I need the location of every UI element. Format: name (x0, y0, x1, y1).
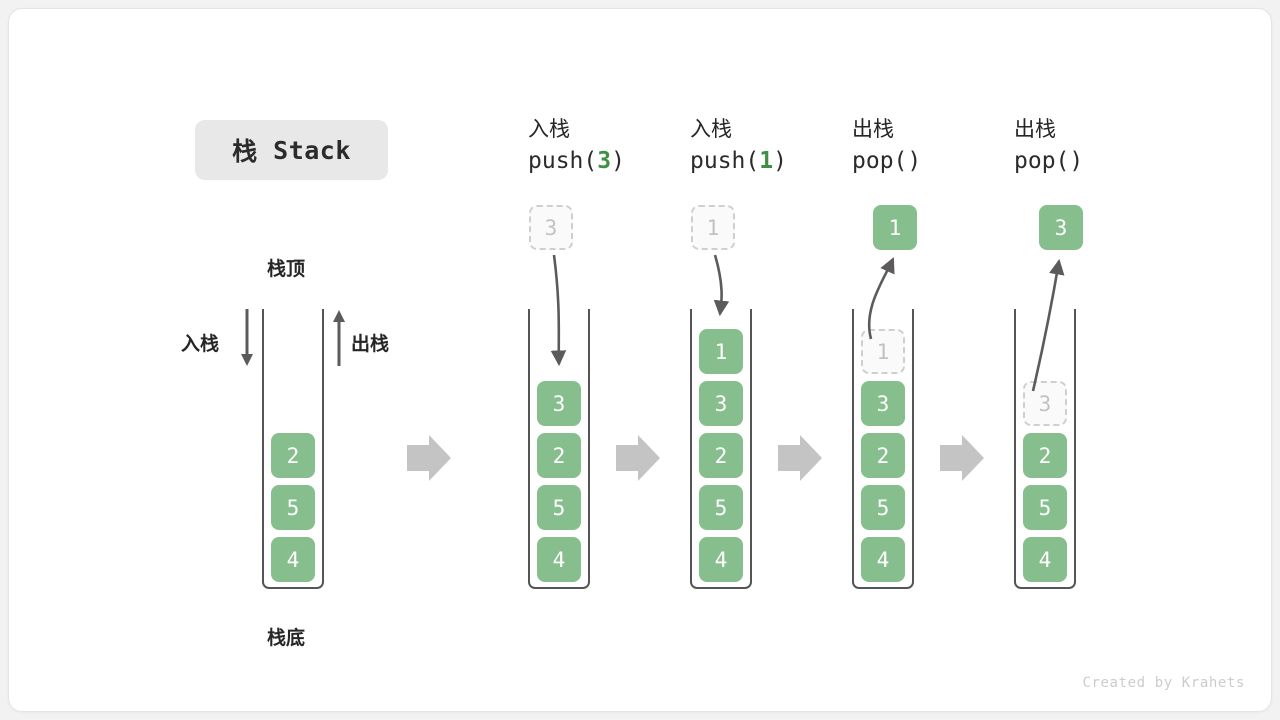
diagram-card: 栈 Stack 栈顶 栈底 入栈 出栈 2 5 4 入栈 push(3) 入栈 … (8, 8, 1272, 712)
stack-initial: 2 5 4 (262, 309, 324, 589)
step-op-code: push(1) (690, 144, 850, 178)
stack-cell: 3 (537, 381, 581, 426)
stack-cell: 4 (271, 537, 315, 582)
stack-cell-removed: 3 (1023, 381, 1067, 426)
step-op-code: pop() (1014, 144, 1174, 178)
stack-cell: 2 (1023, 433, 1067, 478)
stack-top-label: 栈顶 (267, 258, 306, 280)
stack-step-4: 3 2 5 4 (1014, 309, 1076, 589)
step-header-2: 入栈 push(1) (690, 114, 850, 178)
step-op-code: push(3) (528, 144, 688, 178)
step-flow-arrow-4 (940, 435, 984, 481)
diagram-title-en: Stack (273, 135, 351, 165)
stack-cell: 1 (699, 329, 743, 374)
step-header-3: 出栈 pop() (852, 114, 1012, 178)
stack-cell: 5 (861, 485, 905, 530)
step-op-zh: 出栈 (852, 117, 894, 141)
stack-cell: 2 (537, 433, 581, 478)
step-op-zh: 出栈 (1014, 117, 1056, 141)
stack-cell: 5 (271, 485, 315, 530)
step-op-code-suffix: ) (907, 148, 922, 174)
step-header-4: 出栈 pop() (1014, 114, 1174, 178)
step-op-code-value: 3 (597, 148, 612, 174)
stack-cell: 4 (1023, 537, 1067, 582)
stack-bottom-label: 栈底 (267, 627, 306, 649)
pop-direction-label: 出栈 (351, 333, 390, 355)
stack-cell: 5 (1023, 485, 1067, 530)
step-flow-arrow-1 (407, 435, 451, 481)
stack-cell: 3 (699, 381, 743, 426)
stack-cell-removed: 1 (861, 329, 905, 374)
step-op-code-prefix: pop( (852, 148, 908, 174)
stack-step-1: 3 2 5 4 (528, 309, 590, 589)
floating-cell-step-3: 1 (873, 205, 917, 250)
push-flow-arrow-step-2 (713, 254, 730, 317)
stack-step-3: 1 3 2 5 4 (852, 309, 914, 589)
stack-cell: 5 (537, 485, 581, 530)
stack-cell: 2 (271, 433, 315, 478)
step-op-code-prefix: pop( (1014, 148, 1070, 174)
stack-cell: 4 (537, 537, 581, 582)
floating-cell-step-2: 1 (691, 205, 735, 250)
push-direction-label: 入栈 (181, 333, 220, 355)
stack-cell: 4 (861, 537, 905, 582)
stack-cell: 4 (699, 537, 743, 582)
step-op-code-value: 1 (759, 148, 774, 174)
stack-cell: 2 (699, 433, 743, 478)
step-op-code-suffix: ) (1069, 148, 1084, 174)
step-op-code-suffix: ) (773, 148, 787, 174)
floating-cell-step-4: 3 (1039, 205, 1083, 250)
floating-cell-step-1: 3 (529, 205, 573, 250)
step-header-1: 入栈 push(3) (528, 114, 688, 178)
diagram-title-zh: 栈 (232, 137, 258, 166)
step-op-zh: 入栈 (690, 117, 732, 141)
stack-cell: 5 (699, 485, 743, 530)
step-flow-arrow-2 (616, 435, 660, 481)
step-op-code-suffix: ) (611, 148, 625, 174)
credit-text: Created by Krahets (1082, 675, 1245, 691)
step-op-code-prefix: push( (690, 148, 760, 174)
stack-cell: 3 (861, 381, 905, 426)
pop-direction-arrow-icon (333, 310, 345, 366)
stack-step-2: 1 3 2 5 4 (690, 309, 752, 589)
step-op-code-prefix: push( (528, 148, 598, 174)
step-op-code: pop() (852, 144, 1012, 178)
diagram-title-badge: 栈 Stack (195, 120, 388, 180)
stack-cell: 2 (861, 433, 905, 478)
step-flow-arrow-3 (778, 435, 822, 481)
push-direction-arrow-icon (241, 309, 253, 366)
step-op-zh: 入栈 (528, 117, 570, 141)
